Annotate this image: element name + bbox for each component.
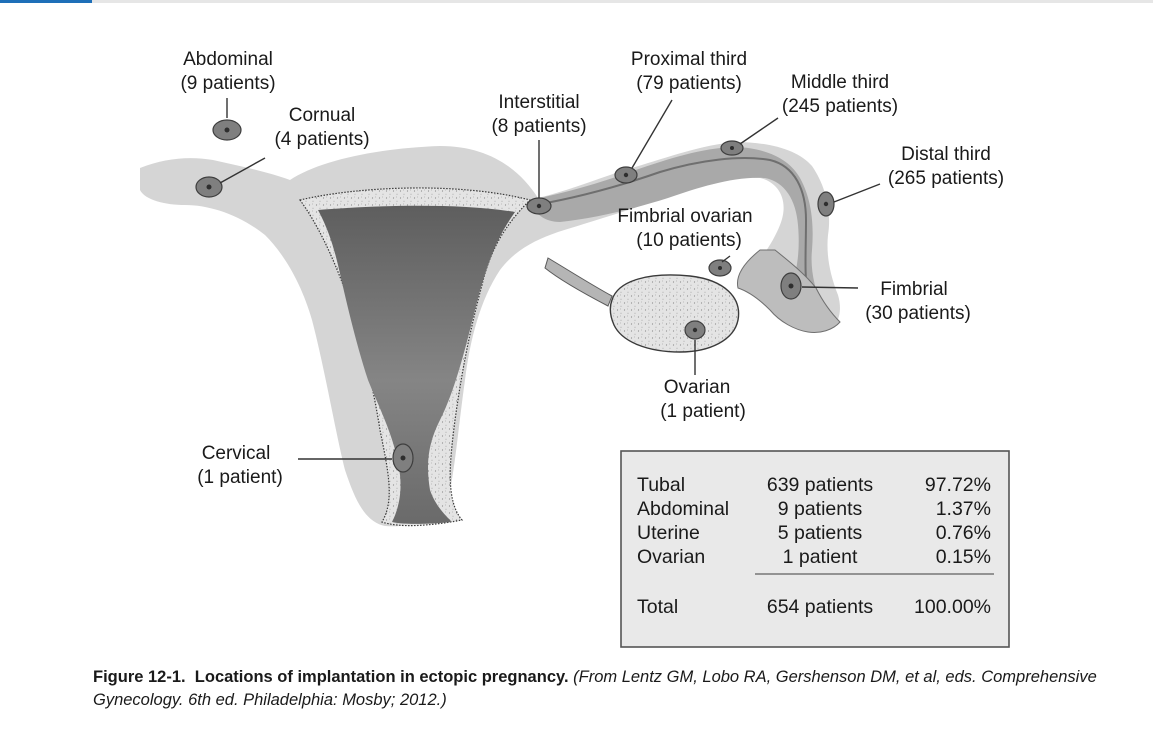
label-cornual-count: (4 patients) (274, 129, 369, 150)
row-patients: 639 patients (767, 474, 874, 496)
label-middle-count: (245 patients) (782, 96, 898, 117)
label-abdominal: Abdominal (183, 49, 273, 70)
label-cervical-count: (1 patient) (197, 467, 283, 488)
caption-title: Locations of implantation in ectopic pre… (194, 668, 569, 686)
caption-label: Figure 12-1. (93, 668, 186, 686)
label-interstitial: Interstitial (498, 92, 579, 113)
statistics-table: Tubal 639 patients 97.72% Abdominal 9 pa… (620, 450, 1010, 648)
figure-caption: Figure 12-1. Locations of implantation i… (93, 666, 1133, 712)
table-row: Abdominal 9 patients 1.37% (637, 498, 991, 520)
label-distal-count: (265 patients) (888, 168, 1004, 189)
caption-source: (From Lentz GM, Lobo RA, Gershenson DM, … (93, 668, 1097, 709)
label-proximal: Proximal third (631, 49, 747, 70)
site-centers (206, 127, 829, 461)
total-patients: 654 patients (767, 596, 874, 618)
label-fimbrial-count: (30 patients) (865, 303, 971, 324)
table-total-row: Total 654 patients 100.00% (637, 596, 991, 618)
label-distal: Distal third (901, 144, 991, 165)
label-ovarian: Ovarian (664, 377, 731, 398)
ovary (609, 274, 740, 353)
label-fimbrial: Fimbrial (880, 279, 948, 300)
label-ovarian-count: (1 patient) (660, 401, 746, 422)
table-row: Tubal 639 patients 97.72% (637, 474, 991, 496)
top-border (0, 0, 1153, 3)
total-percent: 100.00% (914, 596, 991, 618)
table-row: Uterine 5 patients 0.76% (637, 522, 991, 544)
uterus-outer-shape (140, 142, 840, 527)
row-percent: 0.76% (936, 522, 991, 544)
row-percent: 97.72% (925, 474, 991, 496)
label-interstitial-count: (8 patients) (491, 116, 586, 137)
site-labels: Abdominal (9 patients) Cornual (4 patien… (180, 49, 1004, 488)
tube-lumen (534, 157, 809, 299)
ectopic-pregnancy-diagram: Abdominal (9 patients) Cornual (4 patien… (140, 49, 1010, 648)
label-abdominal-count: (9 patients) (180, 73, 275, 94)
ovarian-ligament (544, 257, 613, 307)
row-patients: 5 patients (778, 522, 863, 544)
uterine-cavity (318, 205, 515, 524)
label-middle: Middle third (791, 72, 889, 93)
leader-lines (219, 98, 881, 460)
row-patients: 9 patients (778, 498, 863, 520)
fallopian-tube (530, 147, 822, 305)
row-percent: 1.37% (936, 498, 991, 520)
label-proximal-count: (79 patients) (636, 73, 742, 94)
row-site: Tubal (637, 474, 685, 496)
row-site: Uterine (637, 522, 700, 544)
label-cornual: Cornual (289, 105, 356, 126)
label-cervical: Cervical (202, 443, 271, 464)
row-site: Ovarian (637, 546, 705, 568)
top-accent-bar (0, 0, 92, 3)
table-box (620, 450, 1010, 648)
label-fimbrial-ovarian: Fimbrial ovarian (617, 206, 752, 227)
row-percent: 0.15% (936, 546, 991, 568)
total-site: Total (637, 596, 678, 618)
row-site: Abdominal (637, 498, 729, 520)
table-row: Ovarian 1 patient 0.15% (637, 546, 991, 568)
row-patients: 1 patient (783, 546, 858, 568)
label-fimbrial-ovarian-count: (10 patients) (636, 230, 742, 251)
